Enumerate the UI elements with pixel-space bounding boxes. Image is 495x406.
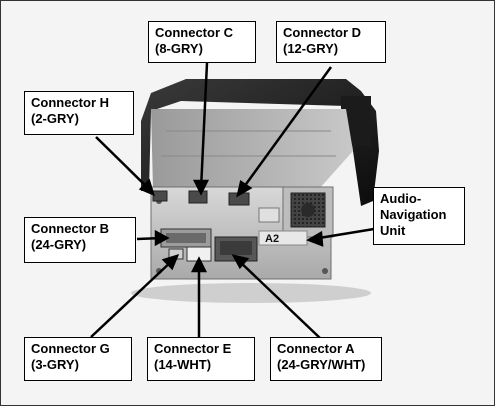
callout-e-spec: (14-WHT) (154, 357, 212, 372)
callout-h-spec: (2-GRY) (31, 111, 79, 126)
leader-g (90, 258, 175, 338)
arrowhead-e (190, 256, 208, 273)
arrowhead-g (161, 254, 180, 271)
arrowhead-d (236, 179, 253, 198)
arrowhead-h (138, 178, 155, 197)
fan-hub (301, 203, 315, 217)
arrowhead-c (192, 179, 210, 196)
leader-h (95, 136, 152, 192)
callout-g-name: Connector G (31, 341, 110, 356)
cooling-fan (290, 192, 326, 228)
callout-d-name: Connector D (283, 25, 361, 40)
callout-unit-line3: Unit (380, 223, 406, 238)
leader-c (199, 62, 209, 190)
callout-a-spec: (24-GRY/WHT) (277, 357, 366, 372)
front-bezel (141, 79, 379, 206)
callout-e-name: Connector E (154, 341, 232, 356)
callout-a-name: Connector A (277, 341, 355, 356)
connector-h-socket (152, 190, 168, 202)
unit-marking-text: A2 (265, 233, 279, 245)
arrowhead-a (231, 254, 250, 270)
connector-c-socket (188, 190, 208, 204)
callout-c-name: Connector C (155, 25, 233, 40)
connector-a-pins (220, 241, 252, 255)
arrowhead-unit (306, 230, 324, 247)
unit-label-plate (258, 230, 308, 246)
screw (322, 268, 328, 274)
callout-unit-line1: Audio- (380, 191, 422, 206)
callout-b-name: Connector B (31, 221, 109, 236)
callout-b-spec: (24-GRY) (31, 237, 87, 252)
callout-connector-e: Connector E (14-WHT) (147, 337, 255, 381)
callout-connector-c: Connector C (8-GRY) (148, 21, 256, 63)
callout-connector-d: Connector D (12-GRY) (276, 21, 386, 63)
leader-unit (312, 227, 375, 241)
callout-unit-line2: Navigation (380, 207, 447, 222)
callout-g-spec: (3-GRY) (31, 357, 79, 372)
leader-a (236, 258, 322, 340)
callout-d-spec: (12-GRY) (283, 41, 339, 56)
floor-shadow (131, 283, 371, 303)
callout-audio-navigation-unit: Audio- Navigation Unit (373, 187, 465, 245)
connector-b-pins (166, 233, 206, 243)
arrowhead-b (154, 229, 170, 247)
callout-c-spec: (8-GRY) (155, 41, 203, 56)
leader-d (239, 66, 333, 192)
callout-connector-b: Connector B (24-GRY) (24, 217, 136, 263)
service-slot (258, 207, 280, 223)
callout-connector-h: Connector H (2-GRY) (24, 91, 134, 135)
leader-lines (90, 62, 375, 340)
callout-h-name: Connector H (31, 95, 109, 110)
callout-connector-a: Connector A (24-GRY/WHT) (270, 337, 382, 381)
callout-connector-g: Connector G (3-GRY) (24, 337, 132, 381)
